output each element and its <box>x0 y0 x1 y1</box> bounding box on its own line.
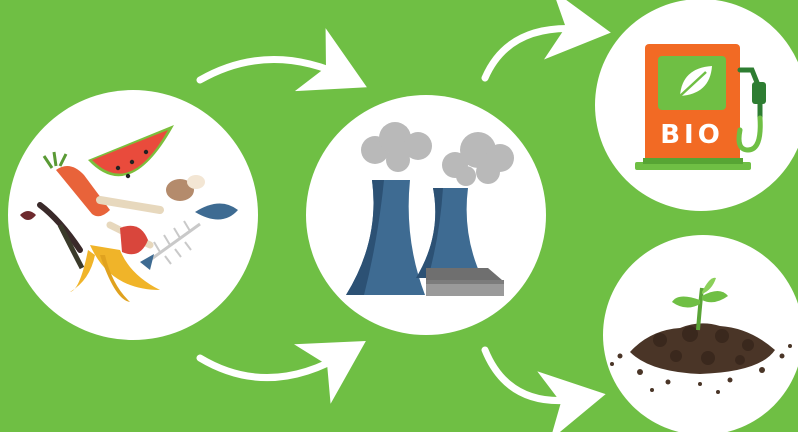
arrow-waste-to-plant-bottom <box>196 341 366 404</box>
food-waste-icon <box>20 125 238 302</box>
fuel-pump-icon <box>635 44 766 170</box>
pump-label: BIO <box>660 120 724 150</box>
arrows <box>196 0 611 432</box>
factory-icon <box>346 122 514 296</box>
arrow-plant-to-biofuel <box>481 0 611 82</box>
food-waste-circle <box>8 90 258 340</box>
factory-circle <box>306 95 546 335</box>
arrow-waste-to-plant-top <box>196 28 367 92</box>
arrow-plant-to-fertilizer <box>481 346 606 432</box>
soil-sprout-icon <box>610 277 792 394</box>
